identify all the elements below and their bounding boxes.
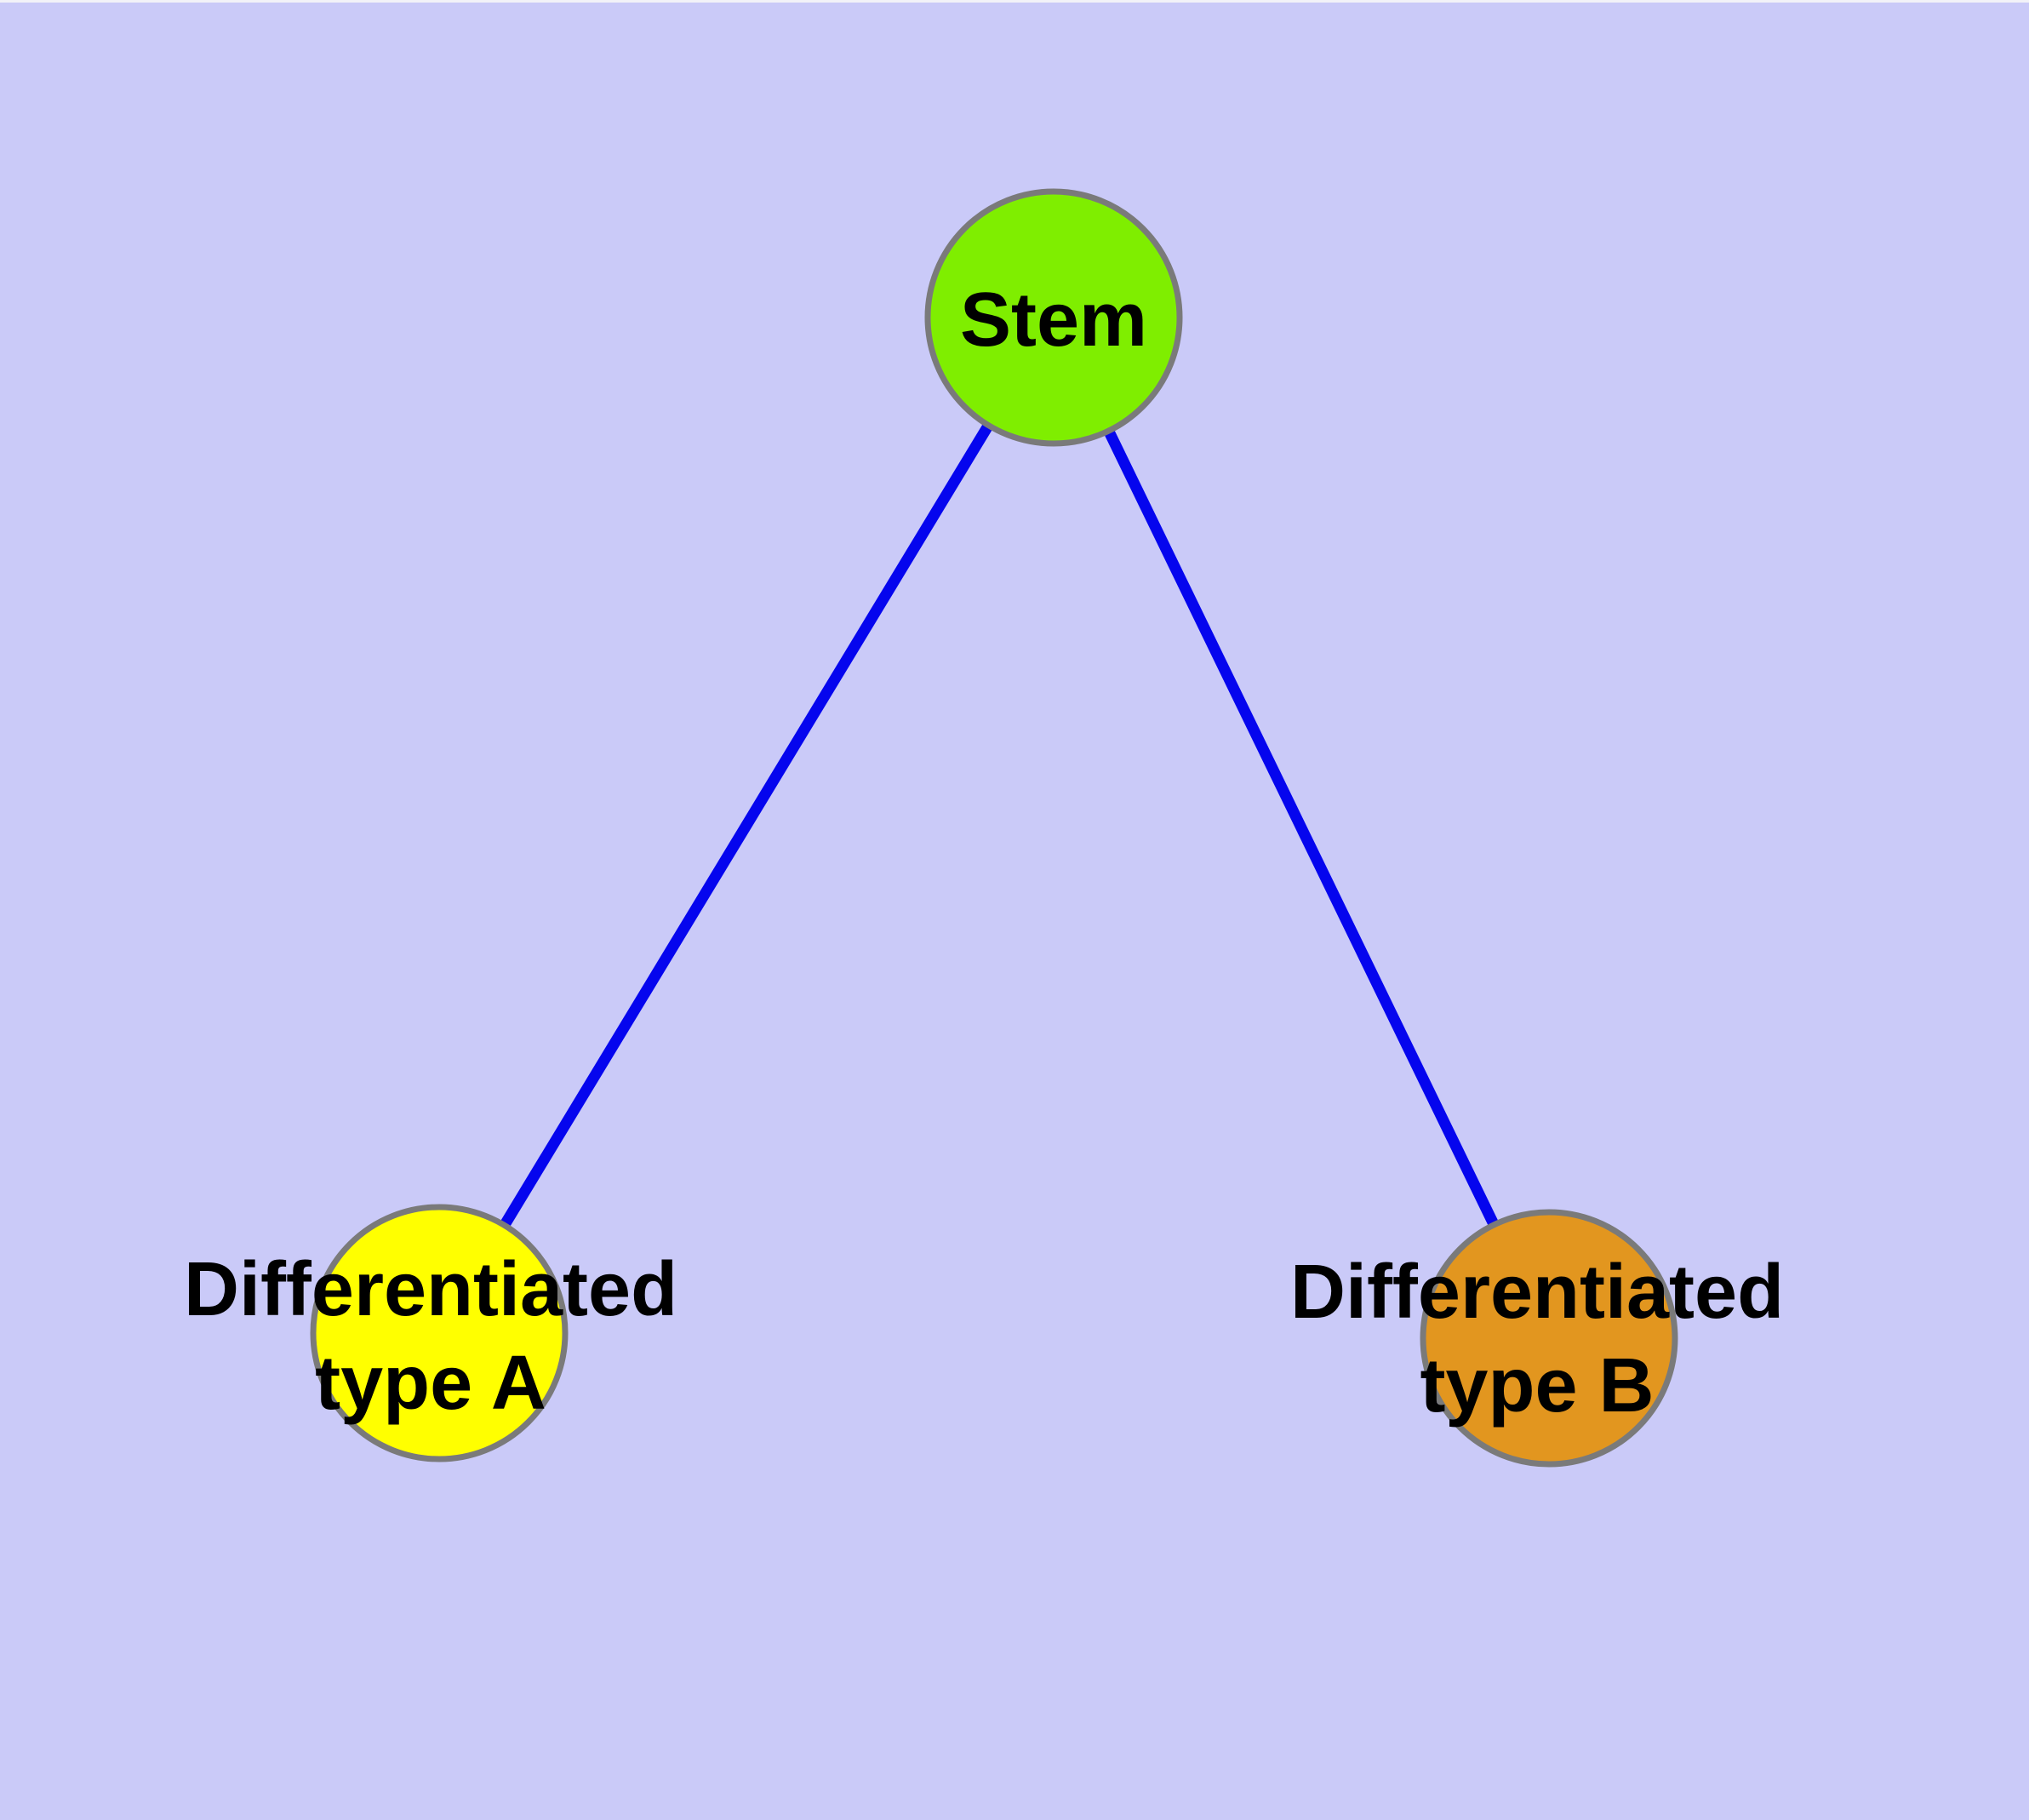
- edge-stem-to-type-b: [1049, 315, 1554, 1341]
- node-label-type-b: Differentiated type B: [1290, 1245, 1784, 1433]
- node-label-stem-line: Stem: [959, 278, 1148, 363]
- edge-stem-to-type-a: [434, 314, 1059, 1336]
- node-label-type-a: Differentiated type A: [184, 1243, 677, 1430]
- node-type-a: [310, 1204, 569, 1462]
- node-label-type-b-line2: type B: [1420, 1343, 1655, 1428]
- node-label-stem: Stem: [960, 273, 1147, 367]
- node-label-type-b-line1: Differentiated: [1289, 1250, 1785, 1335]
- node-label-type-a-line1: Differentiated: [183, 1247, 678, 1332]
- node-label-type-a-line2: type A: [315, 1341, 546, 1426]
- node-type-b: [1420, 1209, 1678, 1468]
- top-edge-strip: [0, 0, 2029, 3]
- node-stem: [924, 188, 1183, 447]
